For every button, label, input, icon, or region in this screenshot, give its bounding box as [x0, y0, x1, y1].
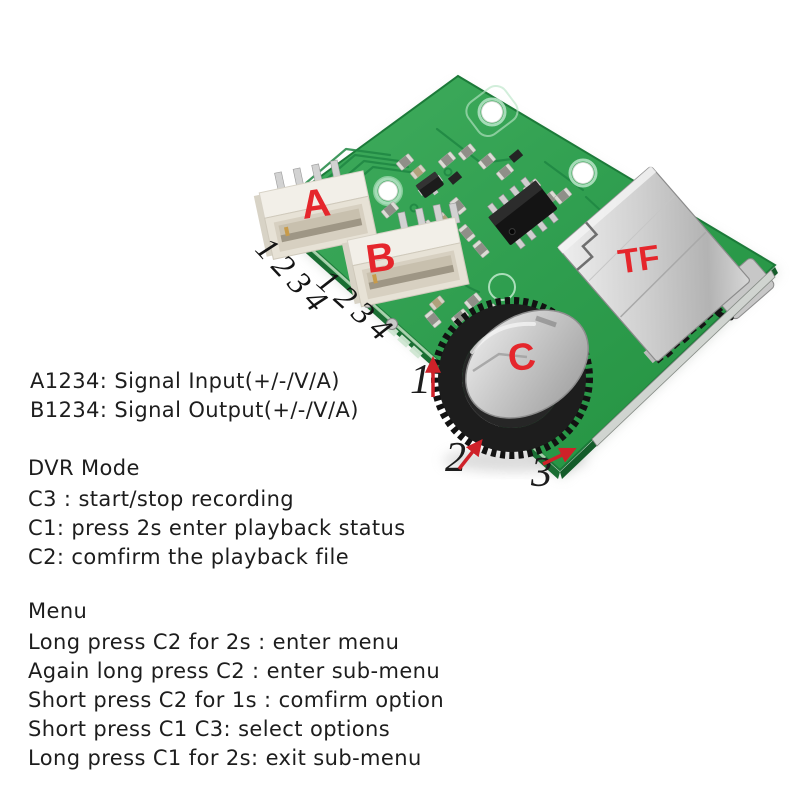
- menu-line: Long press C2 for 2s : enter menu: [28, 630, 400, 654]
- callout-1-number: 1: [410, 357, 431, 403]
- menu-line: Again long press C2 : enter sub-menu: [28, 659, 441, 683]
- menu-line: Short press C2 for 1s : comfirm option: [28, 688, 445, 712]
- dvr-mode-line: C2: comfirm the playback file: [28, 545, 350, 569]
- callout-2-arrow: [457, 439, 483, 471]
- dvr-mode-annotations: DVR Mode C3 : start/stop recording C1: p…: [28, 454, 406, 572]
- signal-input-line: A1234: Signal Input(+/-/V/A): [30, 369, 340, 393]
- mounting-hole-1: [477, 97, 507, 127]
- signal-output-line: B1234: Signal Output(+/-/V/A): [30, 398, 359, 422]
- dvr-mode-line: C1: press 2s enter playback status: [28, 516, 406, 540]
- callout-3-arrow: [542, 447, 577, 466]
- callout-3-number: 3: [530, 450, 552, 496]
- wheel-label: C: [505, 335, 538, 380]
- connector-a-label: A: [298, 180, 333, 228]
- mounting-holes: [374, 97, 598, 205]
- menu-annotations: Menu Long press C2 for 2s : enter menu A…: [28, 597, 444, 773]
- signal-annotations: A1234: Signal Input(+/-/V/A) B1234: Sign…: [30, 367, 359, 425]
- control-wheel: [431, 297, 593, 459]
- sot23-transistor: [415, 171, 444, 198]
- tf-card-slot: [557, 165, 776, 447]
- wheel-disc: [465, 309, 589, 419]
- wheel-teeth: [431, 297, 593, 459]
- connector-a: [253, 159, 378, 260]
- connector-b-label: B: [363, 234, 398, 282]
- dvr-mode-title: DVR Mode: [28, 456, 140, 480]
- callout-2-number: 2: [445, 435, 466, 481]
- board-edge-strip: [591, 269, 776, 447]
- tf-slot-label: TF: [616, 238, 662, 281]
- soic8-ic: [487, 176, 559, 250]
- connector-b: [341, 202, 470, 308]
- menu-line: Long press C1 for 2s: exit sub-menu: [28, 746, 422, 770]
- slot-notch: [576, 221, 599, 271]
- mounting-hole-3: [374, 177, 402, 205]
- mounting-hole-2: [568, 158, 598, 188]
- dvr-mode-line: C3 : start/stop recording: [28, 487, 295, 511]
- menu-line: Short press C1 C3: select options: [28, 717, 391, 741]
- menu-title: Menu: [28, 599, 88, 623]
